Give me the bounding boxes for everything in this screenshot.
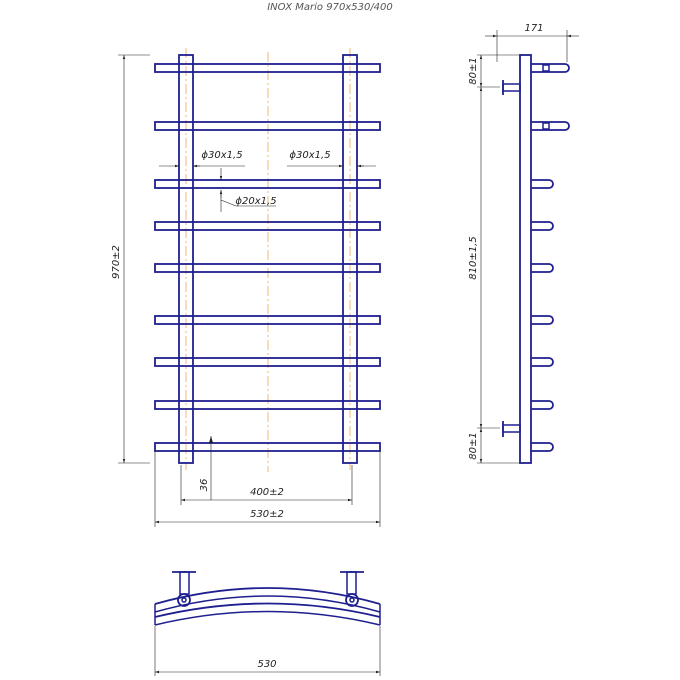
rung-end-1	[531, 63, 570, 73]
drawing-title: INOX Mario 970x530/400	[267, 2, 393, 13]
top-curve-4	[154, 610, 381, 626]
rungs	[154, 63, 381, 452]
top-curve-1	[154, 587, 381, 605]
rung-1	[154, 63, 381, 73]
rung-end-4	[531, 221, 554, 231]
width-label: 530±2	[250, 509, 284, 520]
rung-end-5	[531, 263, 554, 273]
mount-left	[172, 571, 196, 607]
diam-rung-label: ϕ20x1,5	[235, 196, 276, 207]
right-post	[342, 54, 358, 464]
side-view: 171 80±1 810±1,5 80±1	[468, 23, 579, 464]
rung-end-8	[531, 400, 554, 410]
wall-bracket-top	[502, 80, 521, 95]
diam-right-label: ϕ30x1,5	[289, 150, 330, 161]
top-view: 530	[154, 571, 381, 676]
rung-end-2	[531, 121, 570, 131]
mount-right	[340, 571, 364, 607]
rung-6	[154, 315, 381, 325]
rung-end-7	[531, 357, 554, 367]
spacing-label: 400±2	[250, 487, 284, 498]
rung-3	[154, 179, 381, 189]
offset-label: 36	[199, 479, 210, 492]
top-curve-3	[154, 602, 381, 618]
rung-5	[154, 263, 381, 273]
rung-end-6	[531, 315, 554, 325]
height-label: 970±2	[111, 245, 122, 279]
wall-bracket-bottom	[502, 421, 521, 437]
rung-4	[154, 221, 381, 231]
top-curve-2	[154, 595, 381, 613]
front-view: 970±2 530±2 400±2 36 ϕ30x1,5 ϕ30x1,5 ϕ20…	[111, 48, 381, 527]
left-post	[178, 54, 194, 464]
rung-end-3	[531, 179, 554, 189]
rung-7	[154, 357, 381, 367]
bottom-offset-label: 80±1	[468, 432, 479, 459]
top-offset-label: 80±1	[468, 57, 479, 84]
depth-label: 171	[524, 23, 543, 34]
side-tube	[519, 54, 532, 464]
rung-2	[154, 121, 381, 131]
rung-9	[154, 442, 381, 452]
rung-end-9	[531, 442, 554, 452]
rung-8	[154, 400, 381, 410]
middle-span-label: 810±1,5	[468, 236, 479, 279]
diam-left-label: ϕ30x1,5	[201, 150, 242, 161]
top-width-label: 530	[257, 659, 276, 670]
rung-ends	[531, 63, 570, 452]
